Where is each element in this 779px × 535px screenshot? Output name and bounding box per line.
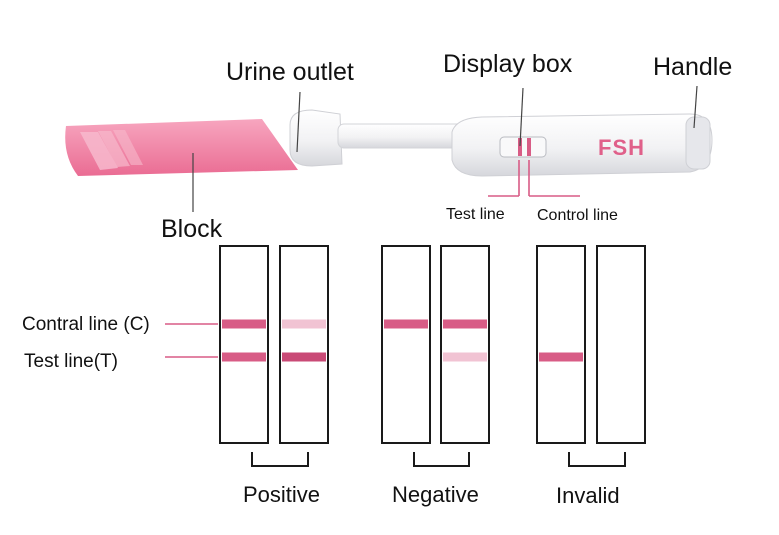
positive-strip-2-test-band bbox=[282, 352, 326, 362]
negative-bracket bbox=[413, 452, 470, 467]
label-display-box: Display box bbox=[443, 50, 573, 78]
leader-lines bbox=[192, 85, 698, 212]
negative-strip-2-control-band bbox=[443, 319, 487, 329]
negative-strip-2 bbox=[440, 245, 490, 444]
label-handle: Handle bbox=[653, 53, 733, 81]
negative-strip-2-test-band bbox=[443, 352, 487, 362]
label-block: Block bbox=[161, 215, 223, 243]
invalid-strip-2 bbox=[596, 245, 646, 444]
result-label-negative: Negative bbox=[392, 482, 479, 507]
result-strips bbox=[219, 245, 646, 467]
leader-urine-outlet bbox=[296, 91, 301, 153]
result-label-invalid: Invalid bbox=[556, 483, 620, 508]
legend-control-line: Contral line (C) bbox=[22, 314, 150, 335]
invalid-strip-1-test-band bbox=[539, 352, 583, 362]
legend-test-line: Test line(T) bbox=[24, 351, 118, 372]
invalid-bracket bbox=[568, 452, 626, 467]
label-test-line: Test line bbox=[446, 206, 505, 223]
absorbent-block bbox=[65, 119, 298, 176]
display-line-leaders bbox=[488, 160, 580, 197]
positive-strip-1-test-band bbox=[222, 352, 266, 362]
test-device bbox=[289, 109, 713, 177]
result-label-positive: Positive bbox=[243, 482, 321, 507]
positive-strip-2-control-band bbox=[282, 319, 326, 329]
brand-text: FSH bbox=[598, 135, 645, 160]
positive-strip-1-control-band bbox=[222, 319, 266, 329]
negative-strip-1 bbox=[381, 245, 431, 444]
negative-strip-1-control-band bbox=[384, 319, 428, 329]
invalid-strip-1 bbox=[536, 245, 586, 444]
label-control-line: Control line bbox=[537, 207, 618, 224]
leader-handle bbox=[693, 85, 698, 129]
positive-bracket bbox=[251, 452, 309, 467]
label-urine-outlet: Urine outlet bbox=[226, 58, 354, 86]
leader-display-box bbox=[519, 87, 524, 147]
positive-strip-2 bbox=[279, 245, 329, 444]
positive-strip-1 bbox=[219, 245, 269, 444]
